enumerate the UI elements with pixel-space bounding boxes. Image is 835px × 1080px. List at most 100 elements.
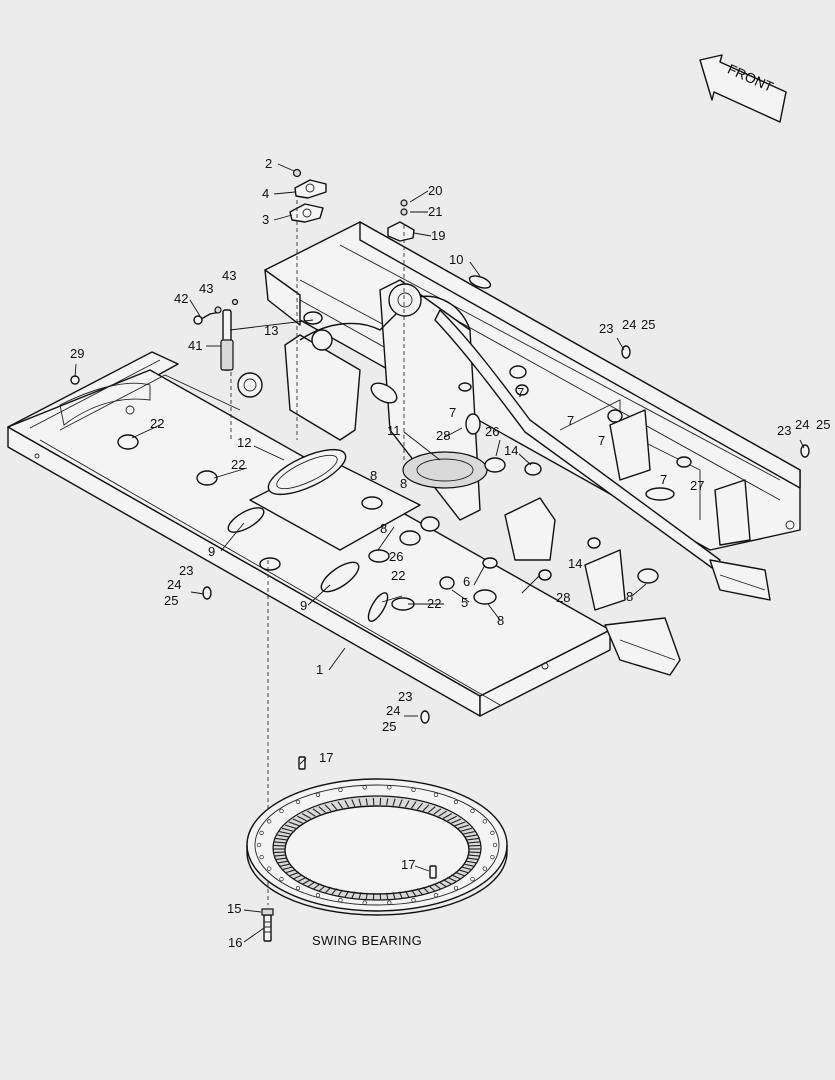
leader-line: [377, 526, 395, 551]
gear-tooth: [297, 876, 307, 883]
bearing-gear-teeth: [273, 797, 481, 901]
callout-c28b: 28: [556, 590, 570, 605]
gear-tooth: [307, 810, 316, 817]
leader-line: [451, 589, 470, 603]
leader-line: [799, 439, 805, 449]
leader-line: [131, 423, 163, 439]
gear-tooth: [404, 890, 410, 898]
bolt-hole: [267, 819, 272, 824]
gear-tooth: [312, 808, 321, 815]
gear-tooth: [447, 876, 457, 883]
gear-tooth: [324, 886, 332, 894]
bolt-hole: [490, 854, 495, 860]
leader-line: [299, 757, 307, 765]
gear-tooth: [442, 879, 453, 885]
callout-c17b: 17: [401, 857, 415, 872]
callout-c14b: 14: [568, 556, 582, 571]
callout-c17a: 17: [319, 750, 333, 765]
leader-line: [381, 595, 403, 603]
bolt-hole: [387, 785, 392, 790]
leader-line: [243, 927, 265, 943]
leader-line: [220, 522, 245, 552]
bolt-hole: [387, 900, 392, 905]
bracket-assembly: [387, 199, 415, 242]
bolt-hole: [259, 830, 264, 836]
bolt-hole: [492, 842, 498, 848]
callout-c26a: 26: [485, 424, 499, 439]
bolt-hole: [411, 787, 416, 792]
callout-c23d: 23: [398, 689, 412, 704]
bolt-hole: [362, 785, 367, 790]
callout-c16: 16: [228, 935, 242, 950]
bolt-hole: [295, 799, 301, 805]
gear-tooth: [398, 799, 403, 807]
leader-line: [487, 603, 501, 621]
bolt-hole: [470, 808, 475, 814]
gear-tooth: [447, 815, 457, 822]
gear-tooth: [454, 821, 466, 827]
gear-tooth: [273, 841, 286, 844]
gear-tooth: [337, 889, 343, 897]
callout-c24c: 24: [167, 577, 181, 592]
gear-tooth: [273, 851, 286, 854]
leader-line: [273, 191, 296, 195]
callout-c23a: 23: [599, 321, 613, 336]
callout-c7b: 7: [449, 405, 456, 420]
callout-c23b: 23: [777, 423, 791, 438]
leader-line: [631, 583, 647, 597]
gear-tooth: [468, 844, 481, 847]
bolt-hole: [256, 842, 262, 848]
leader-line: [469, 261, 481, 277]
bolt-hole: [490, 830, 495, 836]
gear-tooth: [275, 837, 288, 841]
leader-line: [213, 467, 248, 479]
front-direction-arrow: FRONT: [699, 54, 787, 123]
gear-tooth: [273, 844, 286, 847]
callout-c9a: 9: [208, 544, 215, 559]
gear-tooth: [312, 883, 321, 890]
gear-tooth: [460, 866, 473, 871]
callout-c8b: 8: [370, 468, 377, 483]
leader-line: [74, 363, 77, 378]
gear-tooth: [285, 824, 296, 829]
bolt-hole: [453, 799, 459, 805]
bolt-hole: [338, 787, 343, 792]
leader-line: [229, 319, 314, 331]
callout-c7c: 7: [567, 413, 574, 428]
leader-line: [413, 232, 432, 237]
callout-c8e: 8: [497, 613, 504, 628]
fastener-details: [70, 345, 810, 724]
gear-tooth: [279, 863, 291, 867]
callout-c42: 42: [174, 291, 188, 306]
callout-c14a: 14: [504, 443, 518, 458]
callout-c1: 1: [316, 662, 323, 677]
gear-tooth: [392, 892, 396, 900]
bolt-hole: [470, 876, 475, 882]
callout-c8d: 8: [626, 589, 633, 604]
gear-tooth: [318, 885, 326, 892]
bolt-hole: [482, 819, 487, 824]
leader-line: [307, 584, 331, 606]
gear-tooth: [468, 854, 481, 857]
gear-tooth: [273, 854, 286, 857]
leader-line: [616, 337, 625, 351]
gear-tooth: [433, 808, 442, 815]
bolt-hole: [315, 893, 321, 898]
gear-tooth: [398, 891, 403, 899]
callout-c7d: 7: [598, 433, 605, 448]
callout-c3: 3: [262, 212, 269, 227]
leader-line: [495, 439, 501, 457]
callout-c23c: 23: [179, 563, 193, 578]
bolt-hole: [267, 866, 272, 871]
gear-tooth: [468, 841, 481, 844]
gas-spring-assembly: [193, 298, 239, 371]
gear-tooth: [279, 831, 291, 835]
leader-line: [409, 190, 429, 203]
bolt-hole: [279, 808, 284, 814]
gear-tooth: [463, 831, 475, 835]
gear-tooth: [288, 871, 300, 877]
gear-tooth: [458, 869, 469, 874]
gear-tooth: [276, 834, 289, 838]
gear-tooth: [465, 860, 478, 864]
gear-tooth: [451, 874, 462, 880]
